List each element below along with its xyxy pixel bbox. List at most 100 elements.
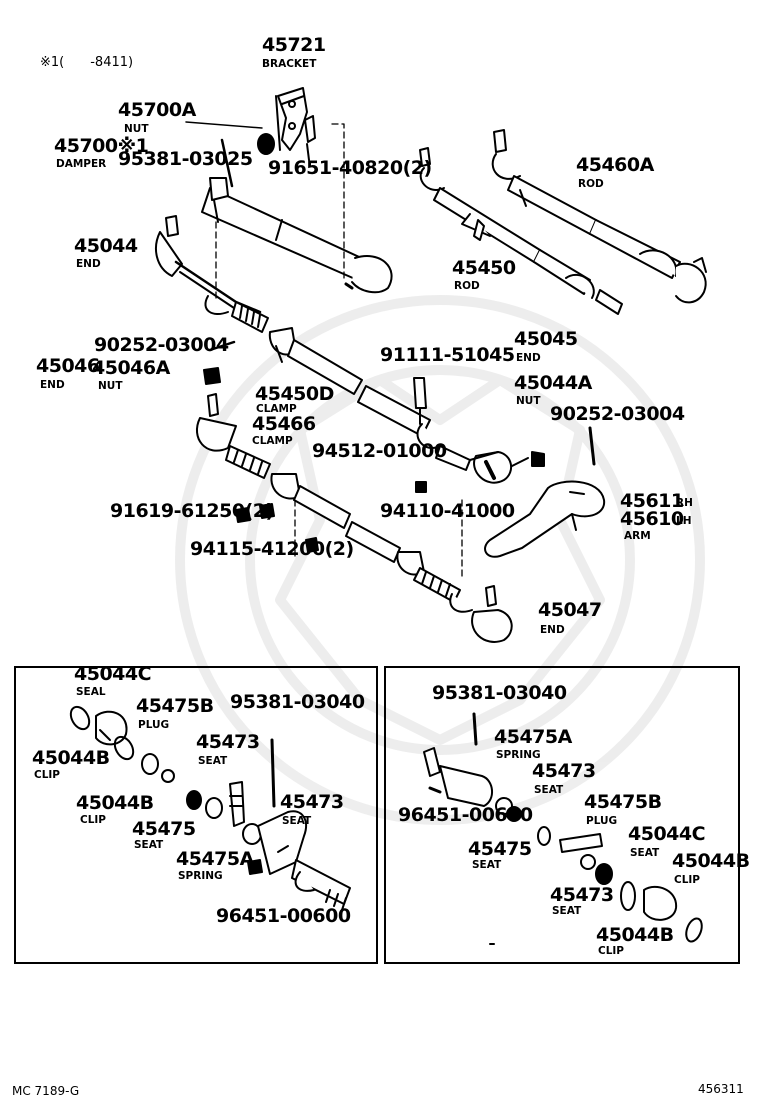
rod-45460A-shape: [491, 129, 707, 304]
right-part-number-45473-a[interactable]: 45473: [532, 760, 596, 782]
right-part-name-spring: SPRING: [496, 749, 541, 761]
right-part-number-45475A[interactable]: 45475A: [494, 726, 572, 748]
lower-tube-and-clamp-shape: [235, 473, 461, 603]
header-note: ※1( -8411): [40, 55, 134, 70]
part-number-94115-41200[interactable]: 94115-41200(2): [190, 538, 354, 560]
part-number-94512-01000[interactable]: 94512-01000: [312, 440, 447, 462]
left-part-number-45473-b[interactable]: 45473: [280, 791, 344, 813]
bracket-shape: [275, 87, 308, 151]
right-part-number-45473-b[interactable]: 45473: [550, 884, 614, 906]
right-part-name-plug: PLUG: [586, 815, 618, 827]
right-part-number-96451-00600[interactable]: 96451-00600: [398, 804, 533, 826]
right-part-number-45475[interactable]: 45475: [468, 838, 532, 860]
part-number-45466[interactable]: 45466: [252, 413, 316, 435]
part-number-45611[interactable]: 45611: [620, 490, 684, 512]
part-name-end-45047: END: [540, 624, 565, 636]
part-number-45700A[interactable]: 45700A: [118, 99, 196, 121]
part-number-45045[interactable]: 45045: [514, 328, 578, 350]
right-part-number-45044B-b[interactable]: 45044B: [596, 924, 674, 946]
end-45045-shape: [413, 377, 596, 484]
right-part-name-seat-b: SEAT: [472, 859, 502, 871]
left-part-name-plug: PLUG: [138, 719, 170, 731]
right-part-name-seat-a: SEAT: [534, 784, 564, 796]
left-inset-exploded-parts: [69, 705, 351, 911]
right-part-name-seat-c: SEAT: [630, 847, 660, 859]
left-part-number-96451-00600[interactable]: 96451-00600: [216, 905, 351, 927]
left-part-name-spring: SPRING: [178, 870, 223, 882]
right-part-number-45044C[interactable]: 45044C: [628, 823, 706, 845]
part-number-91651-40820[interactable]: 91651-40820(2): [268, 157, 432, 179]
part-name-nut-45046A: NUT: [98, 380, 123, 392]
rod-45450-shape: [419, 147, 623, 315]
part-number-45044[interactable]: 45044: [74, 235, 138, 257]
part-name-end-45044: END: [76, 258, 101, 270]
right-part-name-seat-d: SEAT: [552, 905, 582, 917]
part-number-45450D[interactable]: 45450D: [255, 383, 334, 405]
left-part-number-45475[interactable]: 45475: [132, 818, 196, 840]
left-part-number-45044C[interactable]: 45044C: [74, 663, 152, 685]
bracket-bolts: [304, 115, 316, 161]
part-name-nut-45044A: NUT: [516, 395, 541, 407]
rod-clamp-45450D-shape: [268, 327, 431, 437]
damper-bolt: [220, 138, 234, 188]
right-inset-exploded-parts: [423, 712, 703, 945]
right-part-name-clip-a: CLIP: [674, 874, 700, 886]
left-part-name-seat-b: SEAT: [282, 815, 312, 827]
right-part-number-95381-03040[interactable]: 95381-03040: [432, 682, 567, 704]
part-number-94110-41000[interactable]: 94110-41000: [380, 500, 515, 522]
right-part-number-45475B[interactable]: 45475B: [584, 791, 662, 813]
part-number-45450[interactable]: 45450: [452, 257, 516, 279]
left-part-number-45473-a[interactable]: 45473: [196, 731, 260, 753]
left-part-name-clip-a: CLIP: [34, 769, 60, 781]
right-part-number-45044B-a[interactable]: 45044B: [672, 850, 750, 872]
tie-rod-end-45046-shape: [195, 393, 271, 479]
footer-code-left: MC 7189-G: [12, 1084, 80, 1098]
part-number-45721[interactable]: 45721: [262, 34, 326, 56]
left-part-number-45475A[interactable]: 45475A: [176, 848, 254, 870]
part-number-45046A[interactable]: 45046A: [92, 357, 170, 379]
part-name-rod-45450: ROD: [454, 280, 480, 292]
part-name-clamp-45450D: CLAMP: [256, 403, 297, 415]
left-part-number-95381-03040[interactable]: 95381-03040: [230, 691, 365, 713]
part-name-end-45045: END: [516, 352, 541, 364]
part-number-45700[interactable]: 45700※1: [54, 135, 149, 157]
part-name-damper: DAMPER: [56, 158, 107, 170]
part-name-arm: ARM: [624, 530, 651, 542]
part-number-91111-51045[interactable]: 91111-51045: [380, 344, 515, 366]
footer-code-right: 456311: [698, 1082, 744, 1096]
steering-damper-shape: [201, 177, 393, 294]
part-name-rod-45460A: ROD: [578, 178, 604, 190]
part-name-end-45046: END: [40, 379, 65, 391]
part-note-lh: LH: [676, 515, 692, 527]
tie-rod-end-45044-shape: [155, 215, 269, 333]
watermark-emblem: [175, 295, 705, 825]
left-part-name-seat-c: SEAT: [134, 839, 164, 851]
part-number-45046[interactable]: 45046: [36, 355, 100, 377]
part-name-nut-45700A: NUT: [124, 123, 149, 135]
idler-arm-shape: [484, 480, 606, 558]
left-part-number-45044B-b[interactable]: 45044B: [76, 792, 154, 814]
part-number-90252-03004-upper[interactable]: 90252-03004: [94, 334, 229, 356]
part-number-45047[interactable]: 45047: [538, 599, 602, 621]
right-inset-frame: [384, 666, 740, 964]
part-number-45460A[interactable]: 45460A: [576, 154, 654, 176]
part-number-45044A[interactable]: 45044A: [514, 372, 592, 394]
left-inset-frame: [14, 666, 378, 964]
nut-45046A-shape: [203, 367, 221, 385]
part-name-bracket: BRACKET: [262, 58, 317, 70]
part-number-90252-03004-lower[interactable]: 90252-03004: [550, 403, 685, 425]
part-number-95381-03025[interactable]: 95381-03025: [118, 148, 253, 170]
part-number-91619-61250[interactable]: 91619-61250(2): [110, 500, 274, 522]
left-part-name-seat-a: SEAT: [198, 755, 228, 767]
part-name-clamp-45466: CLAMP: [252, 435, 293, 447]
part-number-45610[interactable]: 45610: [620, 508, 684, 530]
damper-nut-shape: [257, 133, 275, 155]
left-part-name-seal: SEAL: [76, 686, 106, 698]
left-part-name-clip-b: CLIP: [80, 814, 106, 826]
right-part-name-clip-b: CLIP: [598, 945, 624, 957]
left-part-number-45475B[interactable]: 45475B: [136, 695, 214, 717]
part-note-rh: RH: [676, 497, 693, 509]
left-part-number-45044B-a[interactable]: 45044B: [32, 747, 110, 769]
